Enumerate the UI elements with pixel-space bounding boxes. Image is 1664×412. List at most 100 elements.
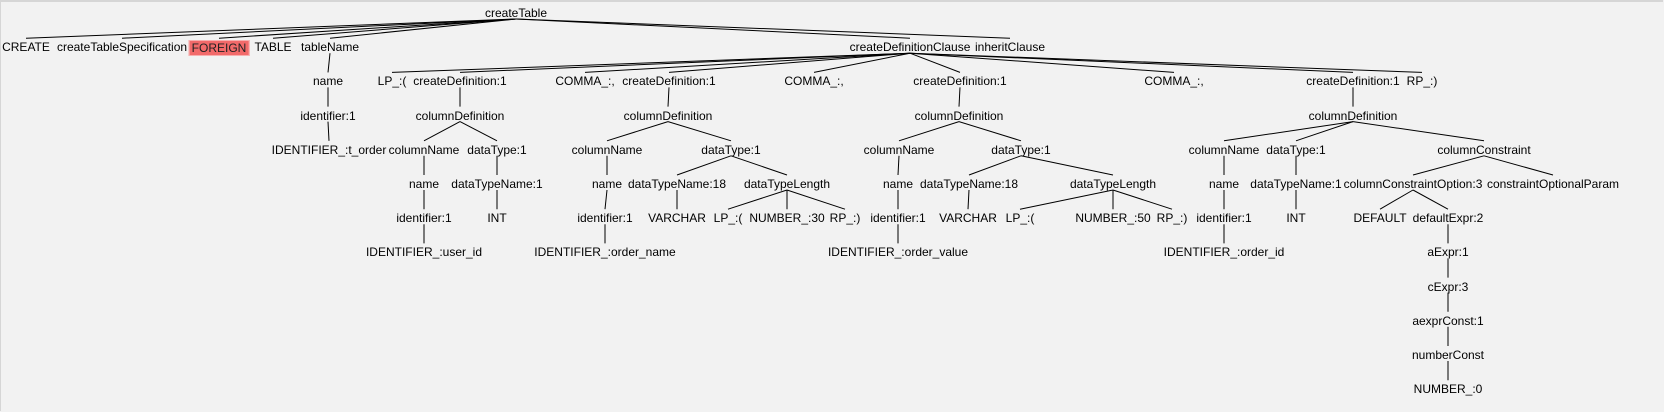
tree-node-identifier-1[interactable]: identifier:1 xyxy=(870,211,926,226)
tree-node-columndefinition[interactable]: columnDefinition xyxy=(415,108,505,123)
tree-node-defaultexpr-2[interactable]: defaultExpr:2 xyxy=(1412,211,1484,226)
tree-node-createdefinition-1[interactable]: createDefinition:1 xyxy=(413,74,507,89)
tree-node-rp[interactable]: RP_:) xyxy=(829,211,861,226)
tree-node-lp[interactable]: LP_:( xyxy=(1005,211,1035,226)
tree-node-columnconstraintoption-3[interactable]: columnConstraintOption:3 xyxy=(1343,177,1483,191)
tree-edge xyxy=(584,52,911,73)
tree-edge xyxy=(1483,155,1554,176)
tree-node-columndefinition[interactable]: columnDefinition xyxy=(623,108,713,123)
tree-edge xyxy=(968,155,1022,176)
tree-edge xyxy=(327,121,330,141)
tree-node-createtable[interactable]: createTable xyxy=(484,6,548,20)
tree-edge xyxy=(272,18,517,39)
tree-node-name[interactable]: name xyxy=(1208,177,1240,191)
tree-node-default[interactable]: DEFAULT xyxy=(1353,211,1407,226)
tree-node-columnname[interactable]: columnName xyxy=(863,142,935,157)
tree-node-tablename[interactable]: tableName xyxy=(300,40,360,55)
tree-node-identifier-user-id[interactable]: IDENTIFIER_:user_id xyxy=(365,245,483,260)
tree-node-datatypename-18[interactable]: dataTypeName:18 xyxy=(627,177,727,191)
tree-node-columndefinition[interactable]: columnDefinition xyxy=(914,108,1004,123)
tree-node-createtablespecification[interactable]: createTableSpecification xyxy=(56,40,188,55)
tree-node-foreign-highlighted[interactable]: FOREIGN xyxy=(188,40,250,57)
tree-node-number-50[interactable]: NUMBER_:50 xyxy=(1075,211,1151,226)
tree-node-inheritclause[interactable]: inheritClause xyxy=(974,40,1046,55)
tree-node-identifier-order-value[interactable]: IDENTIFIER_:order_value xyxy=(827,245,969,260)
tree-node-datatype-1[interactable]: dataType:1 xyxy=(467,142,527,157)
tree-node-numberconst[interactable]: numberConst xyxy=(1411,348,1485,362)
tree-node-aexpr-1[interactable]: aExpr:1 xyxy=(1427,245,1469,260)
tree-node-number-30[interactable]: NUMBER_:30 xyxy=(749,211,825,226)
tree-edge xyxy=(897,155,900,176)
tree-node-varchar[interactable]: VARCHAR xyxy=(648,211,706,226)
tree-node-datatypelength[interactable]: dataTypeLength xyxy=(743,177,831,191)
tree-edge xyxy=(1223,121,1354,142)
tree-edge xyxy=(25,18,517,39)
tree-node-name[interactable]: name xyxy=(882,177,914,191)
tree-node-columnname[interactable]: columnName xyxy=(571,142,643,157)
tree-node-rp[interactable]: RP_:) xyxy=(1156,211,1188,226)
tree-edge xyxy=(604,189,608,210)
tree-node-rp[interactable]: RP_:) xyxy=(1406,74,1438,89)
tree-node-datatypename-18[interactable]: dataTypeName:18 xyxy=(919,177,1019,191)
tree-node-identifier-1[interactable]: identifier:1 xyxy=(577,211,633,226)
tree-edge xyxy=(967,189,970,210)
tree-edge xyxy=(730,155,788,176)
tree-node-datatype-1[interactable]: dataType:1 xyxy=(991,142,1051,157)
tree-node-createdefinition-1[interactable]: createDefinition:1 xyxy=(622,74,716,89)
tree-edge xyxy=(667,121,732,142)
tree-node-datatypename-1[interactable]: dataTypeName:1 xyxy=(1250,177,1342,191)
tree-node-identifier-order-id[interactable]: IDENTIFIER_:order_id xyxy=(1163,245,1285,260)
tree-node-cexpr-3[interactable]: cExpr:3 xyxy=(1427,279,1469,294)
tree-node-datatype-1[interactable]: dataType:1 xyxy=(1266,142,1326,157)
tree-node-int[interactable]: INT xyxy=(487,211,507,226)
tree-node-columnconstraint[interactable]: columnConstraint xyxy=(1437,142,1531,157)
tree-node-columndefinition[interactable]: columnDefinition xyxy=(1308,108,1398,123)
tree-edge xyxy=(909,52,1423,73)
tree-node-name[interactable]: name xyxy=(312,74,344,89)
tree-node-create[interactable]: CREATE xyxy=(2,40,50,55)
tree-node-comma[interactable]: COMMA_:, xyxy=(555,74,615,89)
tree-edge xyxy=(121,18,517,39)
tree-node-varchar[interactable]: VARCHAR xyxy=(939,211,997,226)
tree-node-datatypelength[interactable]: dataTypeLength xyxy=(1069,177,1157,191)
tree-edge xyxy=(1019,189,1114,210)
tree-node-identifier-order-name[interactable]: IDENTIFIER_:order_name xyxy=(534,245,676,260)
tree-node-columnname[interactable]: columnName xyxy=(388,142,460,157)
tree-edge xyxy=(327,53,331,73)
tree-edge xyxy=(909,52,961,73)
tree-node-identifier-1[interactable]: identifier:1 xyxy=(300,108,356,123)
tree-node-lp[interactable]: LP_:( xyxy=(377,74,407,89)
tree-edge xyxy=(1020,155,1114,176)
tree-node-identifier-t-order[interactable]: IDENTIFIER_:t_order xyxy=(271,142,387,157)
tree-node-comma[interactable]: COMMA_:, xyxy=(1144,74,1204,89)
tree-edge xyxy=(667,87,670,107)
tree-edge xyxy=(813,52,911,73)
tree-node-aexprconst-1[interactable]: aexprConst:1 xyxy=(1412,313,1484,328)
tree-edge xyxy=(1412,155,1485,176)
tree-node-int[interactable]: INT xyxy=(1286,211,1306,226)
tree-node-identifier-1[interactable]: identifier:1 xyxy=(1196,211,1252,226)
tree-edge xyxy=(459,52,911,73)
tree-node-constraintoptionalparam[interactable]: constraintOptionalParam xyxy=(1486,177,1620,191)
tree-node-table[interactable]: TABLE xyxy=(254,40,292,55)
tree-node-number-0[interactable]: NUMBER_:0 xyxy=(1413,382,1483,397)
tree-node-createdefinition-1[interactable]: createDefinition:1 xyxy=(913,74,1007,89)
tree-node-createdefinitionclause[interactable]: createDefinitionClause xyxy=(849,40,971,55)
tree-edge xyxy=(676,155,732,176)
tree-node-comma[interactable]: COMMA_:, xyxy=(784,74,844,89)
tree-edge xyxy=(606,121,669,142)
tree-node-columnname[interactable]: columnName xyxy=(1188,142,1260,157)
tree-node-name[interactable]: name xyxy=(408,177,440,191)
tree-edge xyxy=(515,18,1011,39)
tree-node-name[interactable]: name xyxy=(591,177,623,191)
tree-edge xyxy=(1112,189,1173,210)
tree-edge xyxy=(909,52,1175,73)
tree-node-identifier-1[interactable]: identifier:1 xyxy=(396,211,452,226)
tree-node-lp[interactable]: LP_:( xyxy=(713,211,743,226)
tree-node-createdefinition-1[interactable]: createDefinition:1 xyxy=(1306,74,1400,89)
tree-node-datatypename-1[interactable]: dataTypeName:1 xyxy=(451,177,543,191)
tree-node-datatype-1[interactable]: dataType:1 xyxy=(701,142,761,157)
tree-edge xyxy=(1295,121,1354,142)
tree-edge xyxy=(423,121,461,142)
